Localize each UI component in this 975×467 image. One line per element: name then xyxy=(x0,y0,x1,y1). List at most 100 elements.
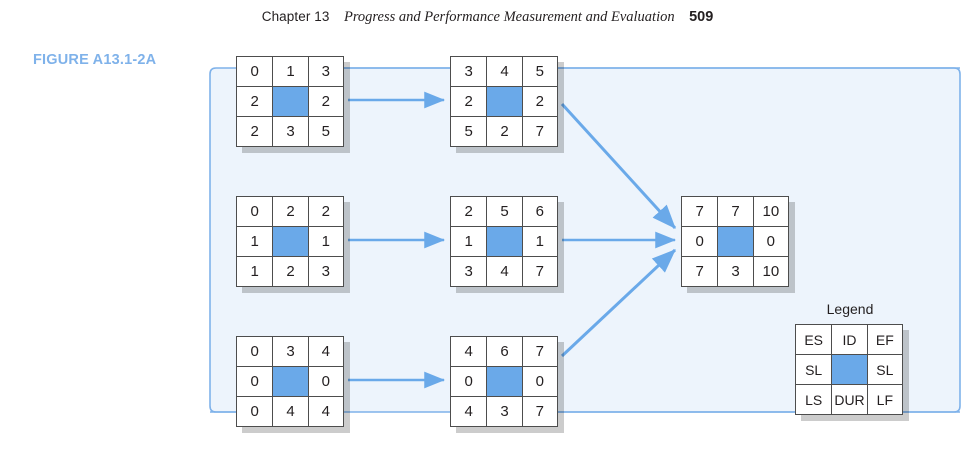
cell-sl-right: 1 xyxy=(521,227,558,256)
node-row-top: 0 3 4 xyxy=(237,337,344,366)
cell-highlight xyxy=(486,227,522,256)
cell-ls: 1 xyxy=(237,257,273,286)
arrow-g-to-e xyxy=(560,248,677,358)
cell-es: 3 xyxy=(451,57,487,86)
cell-ef: 7 xyxy=(521,337,558,366)
legend: Legend ES ID EF SL SL LS DUR LF xyxy=(795,301,903,415)
cell-highlight xyxy=(486,87,522,116)
cell-sl-right: 2 xyxy=(307,87,344,116)
node-row-middle: 1 1 xyxy=(451,226,558,256)
legend-cell-sl-right: SL xyxy=(866,355,903,384)
activity-node[interactable]: 0 3 4 0 0 0 4 4 xyxy=(236,336,344,427)
node-row-top: 3 4 5 xyxy=(451,57,558,86)
node-row-bottom: 3 4 7 xyxy=(451,256,558,286)
cell-ef: 4 xyxy=(307,337,344,366)
cell-dur: 3 xyxy=(717,257,753,286)
cell-lf: 7 xyxy=(521,397,558,426)
cell-sl-right: 0 xyxy=(752,227,789,256)
cell-sl-left: 0 xyxy=(237,367,273,396)
cell-highlight xyxy=(717,227,753,256)
legend-cell-es: ES xyxy=(796,325,832,354)
cell-dur: 4 xyxy=(486,257,522,286)
legend-cell-dur: DUR xyxy=(831,385,867,414)
cell-ls: 2 xyxy=(237,117,273,146)
cell-sl-left: 0 xyxy=(451,367,487,396)
legend-cell-id: ID xyxy=(831,325,867,354)
cell-ef: 2 xyxy=(307,197,344,226)
activity-node[interactable]: 2 5 6 1 1 3 4 7 xyxy=(450,196,558,287)
figure-label: FIGURE A13.1-2A xyxy=(33,52,157,68)
cell-lf: 5 xyxy=(307,117,344,146)
activity-node[interactable]: 4 6 7 0 0 4 3 7 xyxy=(450,336,558,427)
legend-cell-sl-left: SL xyxy=(796,355,832,384)
cell-sl-left: 2 xyxy=(237,87,273,116)
activity-node[interactable]: 7 7 10 0 0 7 3 10 xyxy=(681,196,789,287)
cell-dur: 3 xyxy=(486,397,522,426)
page-number: 509 xyxy=(689,9,714,25)
cell-es: 0 xyxy=(237,57,273,86)
cell-ls: 5 xyxy=(451,117,487,146)
cell-sl-left: 1 xyxy=(237,227,273,256)
cell-sl-right: 0 xyxy=(307,367,344,396)
cell-id: 1 xyxy=(272,57,308,86)
node-row-top: 4 6 7 xyxy=(451,337,558,366)
node-row-top: 0 2 2 xyxy=(237,197,344,226)
cell-lf: 4 xyxy=(307,397,344,426)
cell-ls: 7 xyxy=(682,257,718,286)
cell-lf: 10 xyxy=(752,257,789,286)
node-row-top: 7 7 10 xyxy=(682,197,789,226)
cell-dur: 4 xyxy=(272,397,308,426)
arrow-b-to-e xyxy=(560,102,677,230)
node-row-bottom: 7 3 10 xyxy=(682,256,789,286)
legend-row-top: ES ID EF xyxy=(796,325,903,354)
node-row-middle: 2 2 xyxy=(237,86,344,116)
cell-highlight xyxy=(272,87,308,116)
node-row-middle: 2 2 xyxy=(451,86,558,116)
running-head-chapter: Chapter 13 xyxy=(261,9,330,24)
cell-id: 5 xyxy=(486,197,522,226)
legend-cell-lf: LF xyxy=(866,385,903,414)
node-row-bottom: 0 4 4 xyxy=(237,396,344,426)
node-row-bottom: 5 2 7 xyxy=(451,116,558,146)
cell-highlight xyxy=(486,367,522,396)
cell-dur: 2 xyxy=(272,257,308,286)
cell-dur: 3 xyxy=(272,117,308,146)
cell-sl-right: 0 xyxy=(521,367,558,396)
cell-lf: 3 xyxy=(307,257,344,286)
activity-node[interactable]: 0 1 3 2 2 2 3 5 xyxy=(236,56,344,147)
cell-es: 2 xyxy=(451,197,487,226)
cell-es: 0 xyxy=(237,337,273,366)
cell-ef: 10 xyxy=(752,197,789,226)
cell-ls: 4 xyxy=(451,397,487,426)
activity-node[interactable]: 0 2 2 1 1 1 2 3 xyxy=(236,196,344,287)
activity-node[interactable]: 3 4 5 2 2 5 2 7 xyxy=(450,56,558,147)
cell-lf: 7 xyxy=(521,257,558,286)
cell-es: 7 xyxy=(682,197,718,226)
cell-id: 7 xyxy=(717,197,753,226)
cell-ef: 5 xyxy=(521,57,558,86)
running-head: Chapter 13 Progress and Performance Meas… xyxy=(0,8,975,26)
cell-ef: 3 xyxy=(307,57,344,86)
cell-sl-right: 2 xyxy=(521,87,558,116)
node-row-middle: 0 0 xyxy=(451,366,558,396)
node-row-top: 2 5 6 xyxy=(451,197,558,226)
legend-row-middle: SL SL xyxy=(796,354,903,384)
cell-ls: 0 xyxy=(237,397,273,426)
node-row-bottom: 2 3 5 xyxy=(237,116,344,146)
cell-es: 4 xyxy=(451,337,487,366)
cell-es: 0 xyxy=(237,197,273,226)
node-row-middle: 1 1 xyxy=(237,226,344,256)
cell-ef: 6 xyxy=(521,197,558,226)
legend-title: Legend xyxy=(826,301,874,317)
cell-sl-right: 1 xyxy=(307,227,344,256)
node-row-middle: 0 0 xyxy=(682,226,789,256)
legend-cell-ls: LS xyxy=(796,385,832,414)
cell-sl-left: 2 xyxy=(451,87,487,116)
legend-row-bottom: LS DUR LF xyxy=(796,384,903,414)
cell-sl-left: 1 xyxy=(451,227,487,256)
cell-ls: 3 xyxy=(451,257,487,286)
cell-sl-left: 0 xyxy=(682,227,718,256)
cell-id: 6 xyxy=(486,337,522,366)
